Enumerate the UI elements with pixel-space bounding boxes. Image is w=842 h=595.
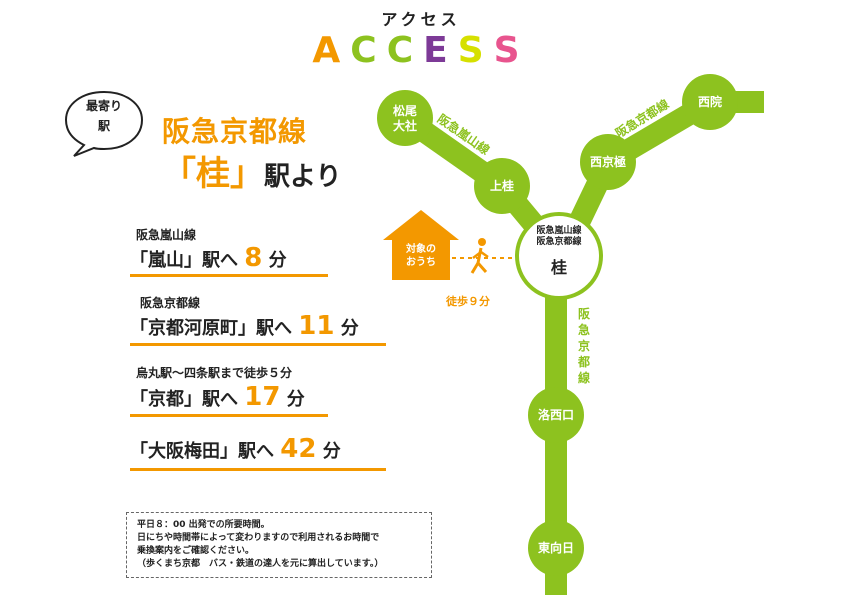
title-letter: A [312,30,351,71]
route-minutes: 8 [244,243,263,273]
route-underline [130,343,386,346]
nearest-line-name: 阪急京都線 [162,115,308,148]
rakusaiguchi-label: 洛西口 [537,408,574,422]
access-kana-title: アクセス [381,10,461,29]
route-unit: 分 [268,250,287,271]
higashimuko-label: 東向日 [537,541,574,555]
kamikatsura-label: 上桂 [489,179,514,193]
katsura-line-1: 阪急嵐山線 [536,226,582,236]
route-minutes: 42 [280,434,317,464]
walk-time-label: 徒歩９分 [446,295,490,308]
route-note: 阪急嵐山線 [136,228,197,242]
route-destination: 「京都」駅へ 17 分 [130,382,305,412]
route-underline [130,468,386,471]
house-label-2: おうち [406,257,436,268]
house-label: 対象の おうち [392,243,450,269]
matsuo-label-1: 松尾 [392,104,417,118]
bubble-label: 最寄り 駅 [78,96,130,136]
station-saiin [682,74,738,130]
route-unit: 分 [322,441,341,462]
note-line: 平日８：00 出発での所要時間。 [137,520,270,530]
title-letter: C [386,30,424,71]
route-minutes: 11 [298,311,335,341]
house-icon [383,210,459,280]
house-label-1: 対象の [406,244,436,255]
route-unit: 分 [286,389,305,410]
katsura-name: 桂 [550,258,567,277]
route-destination: 「京都河原町」駅へ 11 分 [130,311,359,341]
bubble-line-2: 駅 [97,119,110,133]
title-letter: C [350,30,387,71]
kyoto-line-label-lower: 阪急京都線 [578,307,591,385]
station-rakusaiguchi [528,387,584,443]
route-dest: 「京都河原町」駅へ [130,318,292,339]
note-line: （歩くまち京都 バス・鉄道の達人を元に算出しています。） [137,559,384,569]
station-nishikyogoku [580,134,636,190]
nearest-station-heading: 「桂」駅より [162,146,341,195]
note-line: 日にちや時間帯によって変わりますので利用されるお時間で [137,533,380,543]
bracket-open: 「 [162,154,196,194]
katsura-line-2: 阪急京都線 [536,237,582,247]
access-title: ACCESS [0,30,842,71]
route-underline [130,414,328,417]
saiin-label: 西院 [697,95,722,109]
matsuo-label-2: 大社 [392,119,417,133]
station-matsuo-taisha [377,90,433,146]
note-line: 乗換案内をご確認ください。 [137,546,255,556]
katsura-lines-label: 阪急嵐山線 阪急京都線 [519,226,599,248]
station-higashimuko [528,520,584,576]
bracket-close: 」 [230,154,264,194]
nishikyogoku-label: 西京極 [589,155,626,169]
station-kamikatsura [474,158,530,214]
route-minutes: 17 [244,382,281,412]
title-letter: S [493,30,530,71]
title-letter: S [457,30,494,71]
speech-bubble-icon [64,90,144,157]
bubble-line-1: 最寄り [85,99,122,113]
route-dest: 「大阪梅田」駅へ [130,441,274,462]
route-dest: 「嵐山」駅へ [130,250,238,271]
walking-person-icon [470,238,489,274]
route-destination: 「大阪梅田」駅へ 42 分 [130,434,341,464]
station-suffix: 駅より [264,162,342,192]
route-note: 烏丸駅〜四条駅まで徒歩５分 [136,366,293,380]
route-dest: 「京都」駅へ [130,389,238,410]
route-note: 阪急京都線 [140,296,201,310]
station-name: 桂 [196,154,230,194]
title-letter: E [423,30,458,71]
route-unit: 分 [340,318,359,339]
matsuo-taisha-label: 松尾 大社 [375,104,435,134]
station-katsura [515,212,603,300]
time-note-box: 平日８：00 出発での所要時間。 日にちや時間帯によって変わりますので利用される… [126,512,432,578]
route-destination: 「嵐山」駅へ 8 分 [130,243,287,273]
route-underline [130,274,328,277]
